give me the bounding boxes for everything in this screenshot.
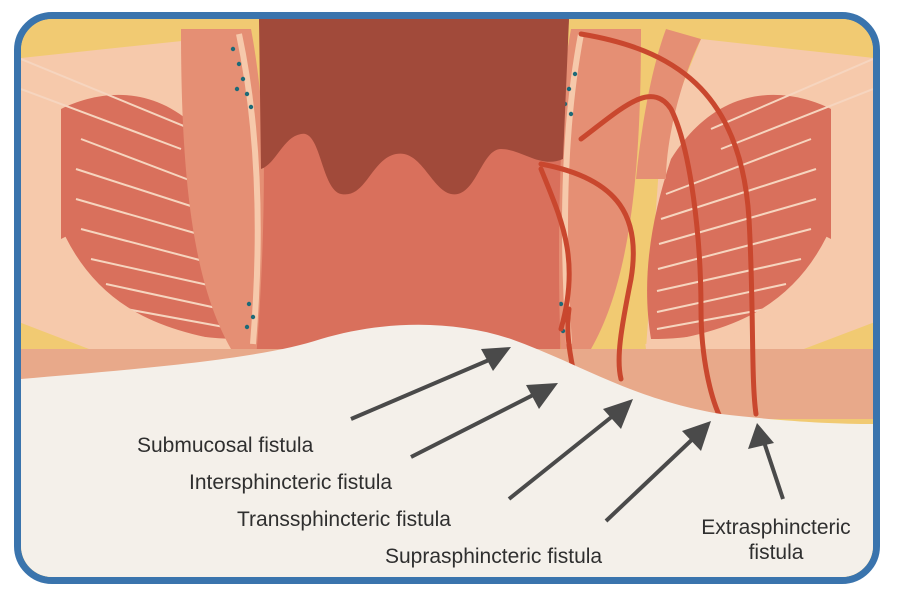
label-transsphincteric-fistula: Transsphincteric fistula <box>237 508 451 531</box>
right-external-sphincter <box>636 29 873 369</box>
label-extrasphincteric-fistula: Extrasphincteric fistula <box>676 515 873 565</box>
left-internal-sphincter <box>181 29 267 349</box>
label-suprasphincteric-fistula: Suprasphincteric fistula <box>385 545 603 568</box>
label-extrasphincteric-line1: Extrasphincteric <box>701 516 851 539</box>
label-intersphincteric-fistula: Intersphincteric fistula <box>189 471 393 494</box>
fistula-tracts <box>538 31 759 422</box>
anal-anatomy-illustration <box>21 19 873 577</box>
rectal-mucosa <box>259 19 569 195</box>
skin-surface <box>21 324 873 577</box>
label-submucosal-fistula: Submucosal fistula <box>137 434 314 457</box>
diagram-frame: Submucosal fistula Intersphincteric fist… <box>14 12 880 584</box>
label-extrasphincteric-line2: fistula <box>748 541 804 565</box>
pointer-arrows <box>350 347 785 523</box>
